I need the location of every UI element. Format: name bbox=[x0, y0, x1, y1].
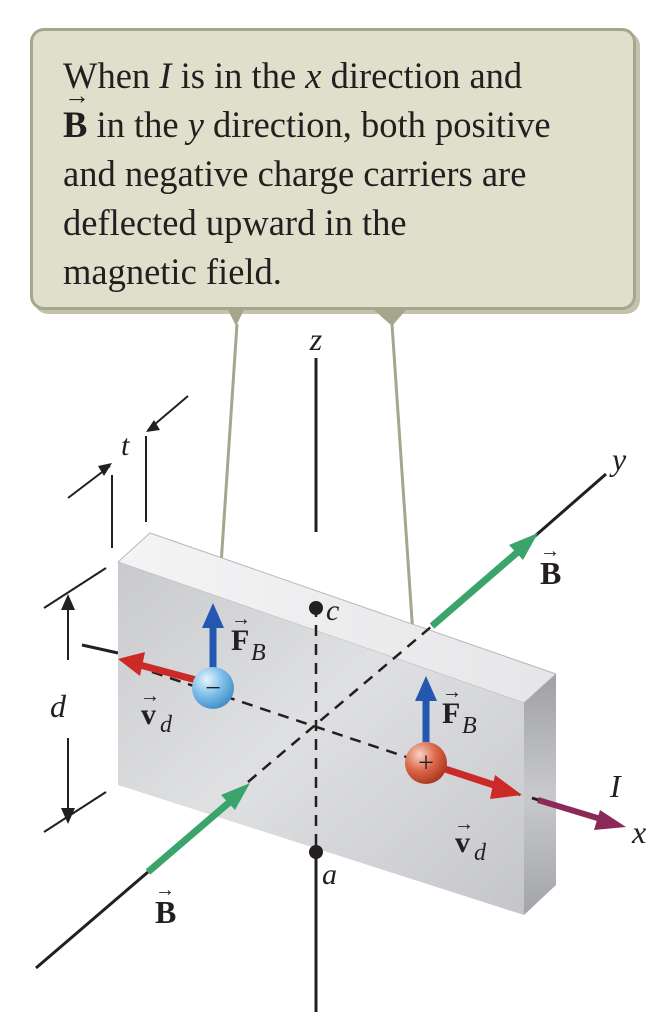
current-arrow-head bbox=[594, 810, 626, 830]
negative-carrier bbox=[118, 603, 234, 709]
point-c-label: c bbox=[326, 594, 339, 627]
height-dimension bbox=[43, 567, 107, 833]
positive-charge bbox=[405, 742, 447, 784]
x-axis-back bbox=[81, 643, 119, 655]
callout-line-2: B in the y direction, both positive bbox=[63, 71, 611, 149]
field-label: B bbox=[540, 555, 561, 591]
current-label: I bbox=[609, 768, 622, 804]
force-label: F bbox=[231, 624, 249, 657]
callout-text: When I is in the x direction and B in th… bbox=[63, 51, 611, 296]
point-a-label: a bbox=[322, 858, 337, 891]
pointer-tip-left bbox=[228, 310, 244, 326]
y-axis-lower bbox=[35, 870, 149, 970]
field-arrow-front-shaft bbox=[145, 797, 235, 875]
pointer-line-left bbox=[218, 323, 239, 581]
vector-arrow-mark: → bbox=[454, 813, 474, 835]
callout-line-4: deflected upward in the bbox=[63, 202, 407, 243]
slab-front-face bbox=[118, 562, 524, 915]
neg-velocity-shaft bbox=[139, 661, 197, 684]
current-arrow-shaft bbox=[537, 797, 605, 823]
height-label: d bbox=[50, 688, 67, 724]
d-arrow-top-head bbox=[61, 594, 75, 610]
thickness-dimension bbox=[67, 395, 189, 548]
pos-velocity-shaft bbox=[440, 764, 502, 791]
z-axis-label: z bbox=[309, 321, 323, 357]
velocity-label: v bbox=[455, 826, 470, 859]
callout-text-part: direction, both positive bbox=[203, 104, 551, 145]
point-a bbox=[309, 845, 323, 859]
force-subscript: B bbox=[251, 640, 266, 666]
neg-velocity-head bbox=[118, 652, 145, 676]
d-arrow-bottom-head bbox=[61, 808, 75, 824]
negative-sign: − bbox=[205, 673, 221, 704]
vector-arrow-mark: → bbox=[140, 685, 160, 707]
field-arrows bbox=[145, 533, 538, 875]
t-arrow-left-head bbox=[98, 463, 112, 476]
velocity-label-left: → v d bbox=[140, 685, 173, 738]
field-label: B bbox=[155, 894, 176, 930]
field-arrow-back-shaft bbox=[429, 547, 523, 629]
field-arrow-back-head bbox=[509, 533, 538, 560]
callout-pointers bbox=[218, 310, 416, 651]
force-label-right: → F B bbox=[442, 681, 477, 739]
d-extension-bottom bbox=[43, 791, 107, 833]
current-arrow bbox=[537, 797, 626, 830]
velocity-label: v bbox=[141, 698, 156, 731]
thickness-label: t bbox=[121, 429, 130, 462]
vector-arrow-mark: → bbox=[231, 608, 251, 630]
neg-force-head bbox=[202, 603, 224, 628]
force-label-left: → F B bbox=[231, 608, 266, 666]
callout-text-part: direction and bbox=[321, 55, 523, 96]
callout-text-part: is in the bbox=[171, 55, 306, 96]
velocity-subscript: d bbox=[474, 840, 487, 866]
vector-arrow-mark: → bbox=[155, 879, 175, 901]
positive-carrier bbox=[405, 676, 522, 799]
vector-arrow-mark: → bbox=[442, 681, 462, 703]
callout-line-5: magnetic field. bbox=[63, 251, 282, 292]
explanation-callout: When I is in the x direction and B in th… bbox=[30, 28, 636, 310]
pointer-line-right bbox=[390, 323, 416, 651]
slab-side-face bbox=[524, 674, 556, 915]
point-c bbox=[309, 601, 323, 615]
field-vector-symbol: B bbox=[63, 71, 90, 149]
field-arrow-front-head bbox=[221, 783, 250, 810]
pos-force-head bbox=[415, 676, 437, 701]
x-symbol: x bbox=[305, 55, 322, 96]
callout-line-3: and negative charge carriers are bbox=[63, 153, 527, 194]
y-axis-dashed bbox=[247, 625, 433, 783]
y-axis-label: y bbox=[609, 441, 627, 477]
callout-text-part: in the bbox=[87, 104, 188, 145]
negative-charge bbox=[192, 667, 234, 709]
force-label: F bbox=[442, 697, 460, 730]
conducting-slab bbox=[117, 532, 557, 915]
field-label-top: → B bbox=[540, 540, 561, 591]
current-symbol: I bbox=[159, 55, 172, 96]
t-arrow-right-head bbox=[146, 420, 160, 432]
velocity-subscript: d bbox=[160, 712, 173, 738]
d-extension-top bbox=[43, 567, 107, 609]
force-subscript: B bbox=[462, 713, 477, 739]
field-label-bottom: → B bbox=[155, 879, 176, 930]
pos-velocity-head bbox=[490, 775, 522, 799]
x-axis-label: x bbox=[631, 814, 646, 850]
vector-arrow-mark: → bbox=[540, 540, 560, 562]
positive-sign: + bbox=[418, 748, 434, 779]
velocity-label-right: → v d bbox=[454, 813, 487, 866]
y-symbol: y bbox=[187, 104, 204, 145]
pointer-tip-right bbox=[374, 310, 406, 326]
